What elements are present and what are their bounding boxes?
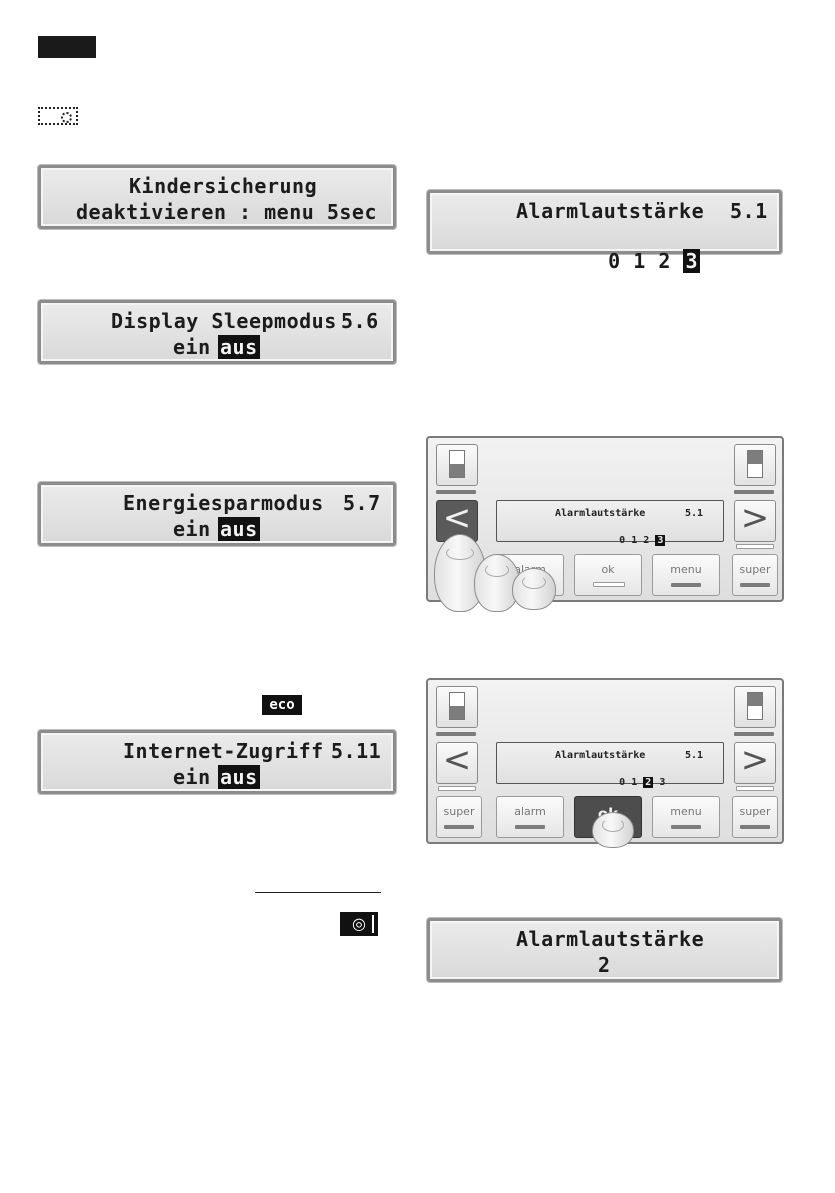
link-underline bbox=[255, 892, 381, 893]
menu-key[interactable]: menu bbox=[652, 554, 720, 596]
super-key[interactable]: super bbox=[732, 554, 778, 596]
lcd-title: Display Sleepmodus bbox=[111, 309, 337, 333]
lcd-line-1: Kindersicherung bbox=[129, 174, 318, 198]
mini-lcd-code: 5.1 bbox=[685, 750, 704, 761]
lcd-option-aus-selected: aus bbox=[218, 765, 260, 789]
level-2: 2 bbox=[658, 249, 671, 273]
lcd-code: 5.11 bbox=[331, 739, 382, 763]
lcd-kindersicherung: Kindersicherung deaktivieren : menu 5sec bbox=[38, 165, 396, 229]
lcd-title: Alarmlautstärke bbox=[516, 927, 705, 951]
finger-pressing-ok bbox=[592, 812, 634, 848]
lcd-alarmlautstaerke-result: Alarmlautstärke 2 bbox=[427, 918, 782, 982]
spiral-icon: ◎ bbox=[340, 912, 378, 936]
top-right-bar bbox=[734, 732, 774, 736]
lcd-code: 5.1 bbox=[730, 199, 768, 223]
lcd-line-2: deaktivieren : menu 5sec bbox=[76, 200, 377, 224]
top-left-toggle[interactable] bbox=[436, 444, 478, 486]
mini-lcd-code: 5.1 bbox=[685, 508, 704, 519]
finger-ring bbox=[512, 568, 556, 610]
super-key-left[interactable]: super bbox=[436, 796, 482, 838]
top-right-toggle[interactable] bbox=[734, 686, 776, 728]
lcd-internet-zugriff: Internet-Zugriff 5.11 ein aus bbox=[38, 730, 396, 794]
right-arrow-button[interactable]: > bbox=[734, 742, 776, 784]
mini-lcd: Alarmlautstärke 5.1 0 1 2 3 bbox=[496, 742, 724, 788]
lcd-option-aus-selected: aus bbox=[218, 517, 260, 541]
alarm-key[interactable]: alarm bbox=[496, 796, 564, 838]
level-1: 1 bbox=[633, 249, 646, 273]
top-right-toggle[interactable] bbox=[734, 444, 776, 486]
lcd-code: 5.7 bbox=[343, 491, 381, 515]
menu-key[interactable]: menu bbox=[652, 796, 720, 838]
lcd-title: Alarmlautstärke bbox=[516, 199, 705, 223]
eco-icon: eco bbox=[262, 695, 302, 715]
control-panel-left-press: < > Alarmlautstärke 5.1 0 1 2 3 alarm ok… bbox=[426, 436, 784, 612]
top-right-bar bbox=[734, 490, 774, 494]
top-left-bar bbox=[436, 490, 476, 494]
lcd-value: 2 bbox=[598, 953, 611, 977]
right-arrow-bar bbox=[736, 544, 774, 549]
lcd-title: Energiesparmodus bbox=[123, 491, 324, 515]
lcd-option-aus-selected: aus bbox=[218, 335, 260, 359]
section-tab-marker bbox=[38, 36, 96, 58]
level-0: 0 bbox=[608, 249, 621, 273]
mini-lcd: Alarmlautstärke 5.1 0 1 2 3 bbox=[496, 500, 724, 546]
level-3-selected: 3 bbox=[683, 249, 700, 273]
top-left-toggle[interactable] bbox=[436, 686, 478, 728]
lcd-alarmlautstaerke: Alarmlautstärke 5.1 0 1 2 3 bbox=[427, 190, 782, 273]
top-left-bar bbox=[436, 732, 476, 736]
display-icon bbox=[38, 107, 78, 125]
lcd-option-ein: ein bbox=[173, 765, 211, 789]
mini-lcd-levels: 0 1 2 3 bbox=[619, 535, 666, 546]
mini-lcd-title: Alarmlautstärke bbox=[555, 508, 646, 519]
right-arrow-button[interactable]: > bbox=[734, 500, 776, 542]
mini-lcd-levels: 0 1 2 3 bbox=[619, 777, 666, 788]
lcd-energiesparmodus: Energiesparmodus 5.7 ein aus bbox=[38, 482, 396, 546]
ok-key[interactable]: ok bbox=[574, 554, 642, 596]
left-arrow-bar bbox=[438, 786, 476, 791]
lcd-display-sleepmodus: Display Sleepmodus 5.6 ein aus bbox=[38, 300, 396, 364]
lcd-option-ein: ein bbox=[173, 335, 211, 359]
right-arrow-bar bbox=[736, 786, 774, 791]
lcd-title: Internet-Zugriff bbox=[123, 739, 324, 763]
mini-lcd-title: Alarmlautstärke bbox=[555, 750, 646, 761]
left-arrow-button[interactable]: < bbox=[436, 742, 478, 784]
lcd-code: 5.6 bbox=[341, 309, 379, 333]
lcd-levels: 0 1 2 3 bbox=[558, 225, 700, 297]
control-panel-ok-press: < > Alarmlautstärke 5.1 0 1 2 3 super al… bbox=[426, 678, 784, 848]
lcd-option-ein: ein bbox=[173, 517, 211, 541]
super-key-right[interactable]: super bbox=[732, 796, 778, 838]
